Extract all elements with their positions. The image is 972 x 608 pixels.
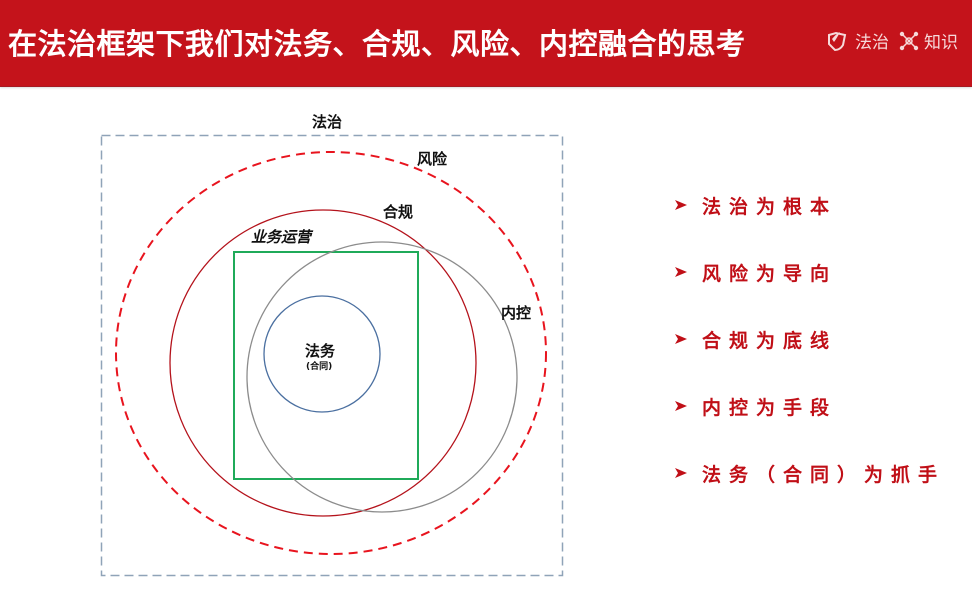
key-point: 法治为根本: [674, 190, 945, 220]
key-point: 内控为手段: [674, 391, 945, 421]
compliance-circle: [169, 209, 477, 517]
arrow-bullet-icon: [675, 200, 687, 210]
risk-circle: [115, 151, 547, 555]
header-tags: 法治 知识: [826, 28, 964, 53]
arrow-bullet-icon: [675, 401, 687, 411]
key-point: 合规为底线: [674, 324, 945, 354]
page-title: 在法治框架下我们对法务、合规、风险、内控融合的思考: [8, 27, 746, 61]
tag-knowledge[interactable]: 知识: [899, 28, 958, 53]
arrow-bullet-icon: [675, 267, 687, 277]
key-point-text: 法治为根本: [702, 195, 838, 218]
network-nodes-icon: [899, 31, 919, 51]
label-legal-affairs-contract: (合同): [306, 362, 333, 372]
label-rule-of-law: 法治: [312, 113, 343, 131]
shield-feather-icon: [826, 30, 850, 52]
label-internal-control: 内控: [501, 304, 532, 322]
label-risk: 风险: [417, 150, 448, 168]
internal-control-circle: [246, 241, 518, 513]
title-banner: 在法治框架下我们对法务、合规、风险、内控融合的思考 法治: [0, 0, 972, 87]
arrow-bullet-icon: [675, 468, 687, 478]
label-compliance: 合规: [383, 203, 414, 221]
label-legal-affairs: 法务: [305, 342, 336, 360]
key-point-text: 合规为底线: [702, 329, 838, 352]
key-point-text: 风险为导向: [702, 262, 838, 285]
business-operations-rect: [233, 251, 419, 480]
tag-label: 知识: [924, 33, 958, 53]
tag-label: 法治: [855, 33, 889, 53]
key-point: 风险为导向: [674, 257, 945, 287]
key-point-text: 法务（合同）为抓手: [702, 463, 946, 486]
key-point-text: 内控为手段: [702, 396, 838, 419]
legal-affairs-circle: [263, 295, 381, 413]
arrow-bullet-icon: [675, 334, 687, 344]
key-points-list: 法治为根本 风险为导向 合规为底线 内控为手段 法务（合同）为抓手: [674, 190, 945, 525]
rule-of-law-box: [100, 134, 564, 577]
key-point: 法务（合同）为抓手: [674, 458, 945, 488]
tag-rule-of-law[interactable]: 法治: [826, 28, 889, 53]
label-business-operations: 业务运营: [251, 228, 312, 246]
